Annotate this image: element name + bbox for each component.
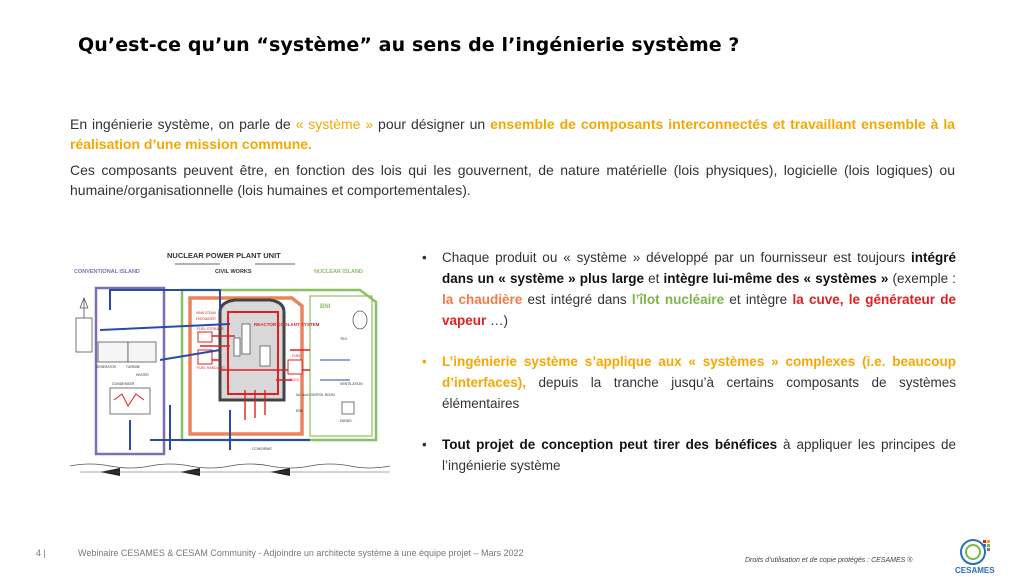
- bullet-1-bold-integre-lui-meme: intègre lui-même des « systèmes »: [663, 271, 889, 286]
- nuclear-plant-diagram: NUCLEAR POWER PLANT UNIT CONVENTIONAL IS…: [70, 251, 391, 476]
- bullet-1-cuve: la cuve, le générateur de vapeur: [442, 292, 956, 328]
- nuclear-island-label: NUCLEAR ISLAND: [314, 269, 363, 275]
- fuel-handling-label: FUEL HANDLING: [197, 366, 225, 370]
- ventilation-label: VENTILATION: [340, 382, 363, 386]
- bullet-1-text: est intégré dans: [522, 292, 632, 307]
- page-number: 4 |: [36, 548, 46, 558]
- bullet-1-text: et: [643, 271, 664, 286]
- main-steam-label: MAIN STEAM: [196, 311, 216, 315]
- control-room-label: I&C and CONTROL ROOM: [296, 393, 335, 397]
- bullet-3-text: à appliquer les principes de l’ingénieri…: [442, 437, 956, 473]
- intro-paragraph-2: Ces composants peuvent être, en fonction…: [70, 162, 955, 198]
- bullet-2: • L’ingénierie système s’applique aux « …: [420, 351, 956, 414]
- condenser-label: CONDENSER: [112, 382, 135, 386]
- diagram-title: NUCLEAR POWER PLANT UNIT: [167, 251, 281, 260]
- bullet-1-bold-integre: intégré dans un « système » plus large: [442, 250, 956, 286]
- eps-label: EBS: [296, 409, 304, 413]
- bullet-dot: •: [422, 250, 427, 265]
- bullet-1-text: Chaque produit ou « système » développé …: [442, 250, 911, 265]
- conventional-island-label: CONVENTIONAL ISLAND: [74, 269, 140, 275]
- fuel-label: FUEL: [292, 354, 301, 358]
- bullet-list: • Chaque produit ou « système » développ…: [420, 247, 956, 496]
- reactor-building: [218, 298, 286, 402]
- bullet-1-text: …): [486, 313, 509, 328]
- reactor-label: REACTOR COOLANT SYSTEM: [254, 322, 320, 327]
- reactor-coolant-box: [227, 311, 279, 395]
- copyright-text: Droits d’utilisation et de copie protégé…: [745, 557, 913, 564]
- intro-text-c: pour désigner un: [373, 116, 491, 132]
- bullet-dot: •: [422, 437, 427, 452]
- civil-works-label: CIVIL WORKS: [215, 269, 252, 275]
- bullet-3-bold: Tout projet de conception peut tirer des…: [442, 437, 778, 452]
- logo-text: CESAMES: [955, 566, 995, 575]
- intro-highlight-systeme: « système »: [295, 116, 374, 132]
- bullet-1: • Chaque produit ou « système » développ…: [420, 247, 956, 331]
- bullet-2-text: depuis la tranche jusqu’à certains compo…: [442, 375, 956, 411]
- cvcs-label: CVCS: [289, 378, 299, 382]
- conventional-island-box: [94, 286, 166, 456]
- intro-text-a: En ingénierie système, on parle de: [70, 116, 296, 132]
- diesel-label: DIESEL: [340, 419, 353, 423]
- feedwater-label: FEEDWATER: [196, 317, 216, 321]
- ccws-label: CCWS/RWS: [252, 447, 272, 451]
- teg-label: TEG: [340, 337, 347, 341]
- turbine-label: TURBINE: [126, 365, 140, 369]
- intro-highlight-definition: ensemble de composants interconnectés et…: [70, 116, 955, 152]
- intro-text: En ingénierie système, on parle de « sys…: [70, 114, 955, 206]
- cesames-logo: [960, 539, 990, 565]
- bullet-1-text: (exemple :: [888, 271, 956, 286]
- nuclear-island-box: [180, 288, 378, 442]
- fuel-storage-label: FUEL STORAGE: [197, 327, 225, 331]
- bullet-2-highlight: L’ingénierie système s’applique aux « sy…: [442, 354, 956, 390]
- intro-paragraph-1: En ingénierie système, on parle de « sys…: [70, 114, 955, 154]
- heater-label: HEATER: [136, 373, 149, 377]
- bullet-1-text: et intègre: [724, 292, 793, 307]
- page-title: Qu’est-ce qu’un “système” au sens de l’i…: [78, 34, 740, 56]
- bullet-dot: •: [422, 354, 427, 369]
- generator-label: GENERATOR: [96, 365, 117, 369]
- footer-text: Webinaire CESAMES & CESAM Community - Ad…: [78, 548, 524, 558]
- bullet-1-chaudiere: la chaudière: [442, 292, 523, 307]
- bullet-1-ilot: l’îlot nucléaire: [631, 292, 725, 307]
- bullet-3: • Tout projet de conception peut tirer d…: [420, 434, 956, 476]
- bni-label: BNI: [320, 304, 331, 310]
